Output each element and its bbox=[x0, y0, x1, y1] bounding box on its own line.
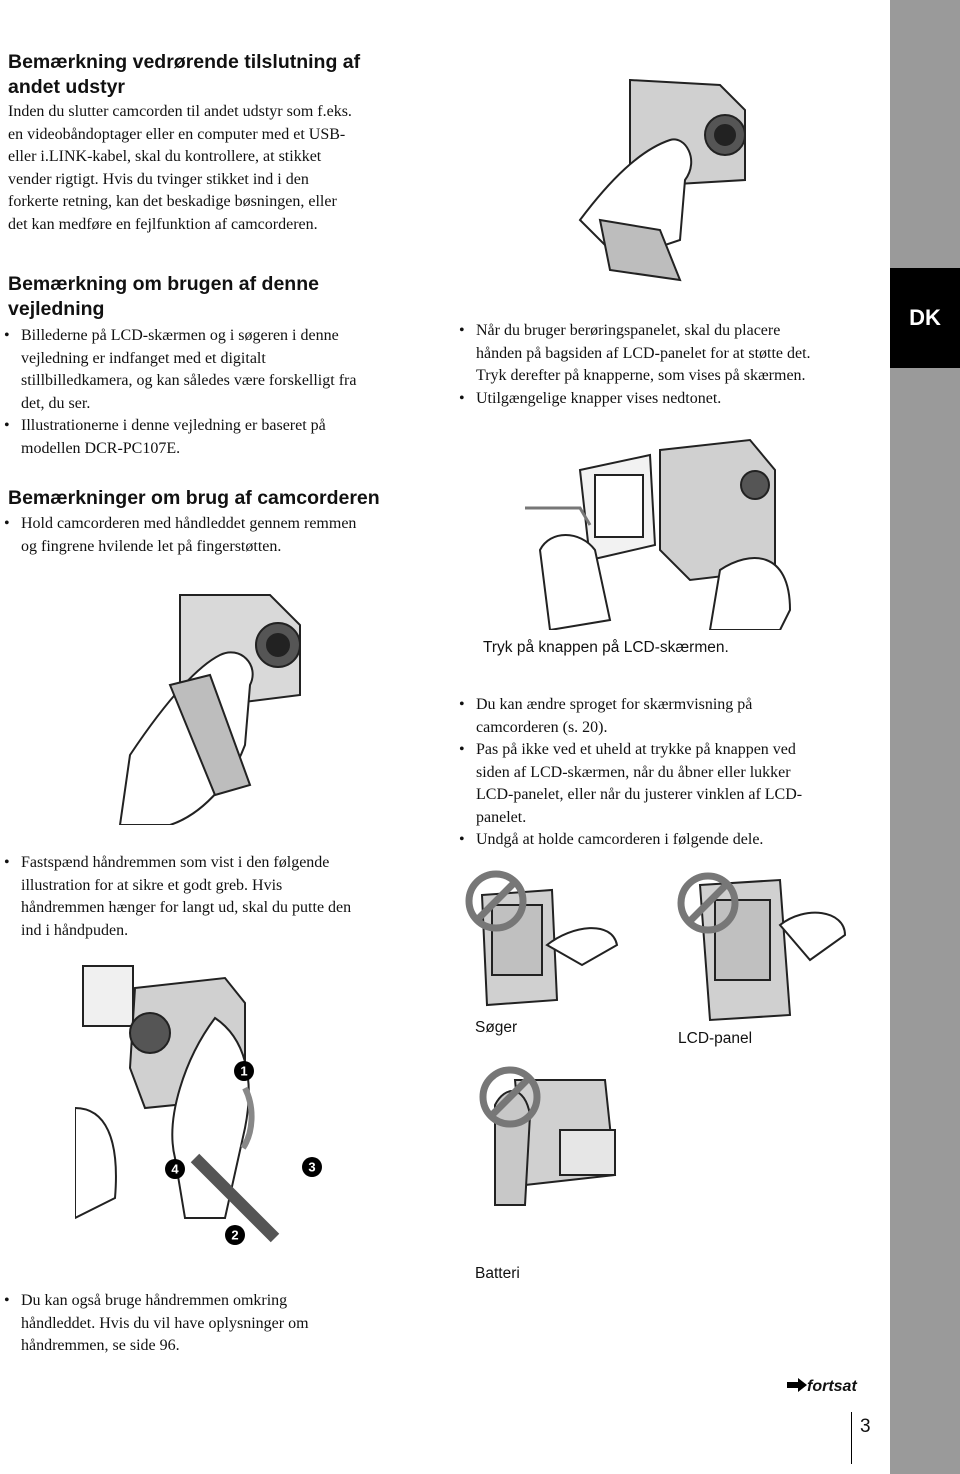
text-line: ind i håndpuden. bbox=[21, 921, 129, 939]
text-line: håndremmen hænger for langt ud, skal du … bbox=[21, 899, 352, 916]
text-line: Du kan også bruge håndremmen omkring bbox=[21, 1292, 288, 1309]
text-line: hånden på bagsiden af LCD-panelet for at… bbox=[476, 344, 811, 362]
usage-list-2: Fastspænd håndremmen som vist i den følg… bbox=[3, 852, 351, 942]
step-marker-label: 1 bbox=[240, 1064, 247, 1079]
step-marker-2: 2 bbox=[225, 1225, 245, 1245]
list-item: Billederne på LCD-skærmen og i søgeren i… bbox=[3, 325, 356, 415]
text-line: Illustrationerne i denne vejledning er b… bbox=[21, 417, 326, 434]
text-line: Undgå at holde camcorderen i følgende de… bbox=[476, 831, 764, 848]
text-line: Hold camcorderen med håndleddet gennem r… bbox=[21, 515, 357, 532]
text-line: Tryk derefter på knapperne, som vises på… bbox=[476, 367, 806, 384]
do-not-hold-viewfinder-illustration bbox=[465, 870, 619, 1007]
camcorder-wrist-strap-illustration bbox=[578, 78, 746, 282]
text-line: LCD-panelet, eller når du justerer vinkl… bbox=[476, 786, 803, 803]
step-marker-1: 1 bbox=[234, 1061, 254, 1081]
text-line: forkerte retning, kan det beskadige bøsn… bbox=[8, 193, 337, 210]
side-gray-band bbox=[890, 0, 960, 1474]
continued-text: fortsat bbox=[807, 1378, 857, 1395]
do-not-hold-lcd-panel-illustration bbox=[677, 872, 847, 1022]
right-list-2: Du kan ændre sproget for skærmvisning på… bbox=[458, 694, 802, 852]
heading-line: Bemærkning om brugen af denne bbox=[8, 273, 319, 295]
text-line: Pas på ikke ved et uheld at trykke på kn… bbox=[476, 741, 796, 758]
guide-list: Billederne på LCD-skærmen og i søgeren i… bbox=[3, 325, 356, 460]
list-item: Når du bruger berøringspanelet, skal du … bbox=[458, 320, 811, 388]
usage-list-1: Hold camcorderen med håndleddet gennem r… bbox=[3, 513, 356, 558]
text-line: siden af LCD-skærmen, når du åbner eller… bbox=[476, 763, 791, 781]
do-not-hold-battery-illustration bbox=[479, 1066, 617, 1206]
lcd-panel-label: LCD-panel bbox=[678, 1030, 753, 1047]
text-line: en videobåndoptager eller en computer me… bbox=[8, 125, 346, 143]
usage-heading: Bemærkninger om brug af camcorderen bbox=[8, 487, 380, 509]
list-item: Utilgængelige knapper vises nedtonet. bbox=[458, 388, 811, 411]
step-marker-3: 3 bbox=[302, 1157, 322, 1177]
step-marker-label: 3 bbox=[308, 1160, 315, 1175]
text-line: illustration for at sikre et godt greb. … bbox=[21, 876, 283, 894]
usage-list-3: Du kan også bruge håndremmen omkring hån… bbox=[3, 1290, 309, 1358]
list-item: Du kan også bruge håndremmen omkring hån… bbox=[3, 1290, 309, 1358]
list-item: Fastspænd håndremmen som vist i den følg… bbox=[3, 852, 351, 942]
text-line: vender rigtigt. Hvis du tvinger stikket … bbox=[8, 170, 309, 188]
page-number: 3 bbox=[860, 1416, 871, 1437]
list-item: Illustrationerne i denne vejledning er b… bbox=[3, 415, 356, 460]
right-list-1: Når du bruger berøringspanelet, skal du … bbox=[458, 320, 811, 410]
touch-panel-caption: Tryk på knappen på LCD-skærmen. bbox=[483, 639, 729, 656]
viewfinder-label: Søger bbox=[475, 1019, 518, 1036]
step-marker-4: 4 bbox=[165, 1159, 185, 1179]
continued-indicator: fortsat bbox=[787, 1378, 857, 1396]
text-line: det kan medføre en fejlfunktion af camco… bbox=[8, 215, 318, 233]
text-line: håndremmen, se side 96. bbox=[21, 1337, 180, 1354]
step-marker-label: 2 bbox=[231, 1228, 238, 1243]
strap-fastening-illustration bbox=[75, 965, 280, 1243]
text-line: panelet. bbox=[476, 808, 527, 826]
text-line: modellen DCR-PC107E. bbox=[21, 439, 181, 457]
text-line: Inden du slutter camcorden til andet uds… bbox=[8, 103, 352, 120]
text-line: Utilgængelige knapper vises nedtonet. bbox=[476, 389, 722, 407]
list-item: Undgå at holde camcorderen i følgende de… bbox=[458, 829, 802, 852]
list-item: Du kan ændre sproget for skærmvisning på… bbox=[458, 694, 802, 739]
text-line: Du kan ændre sproget for skærmvisning på bbox=[476, 696, 753, 713]
text-line: Fastspænd håndremmen som vist i den følg… bbox=[21, 854, 330, 871]
touch-panel-illustration bbox=[525, 438, 792, 630]
text-line: Når du bruger berøringspanelet, skal du … bbox=[476, 322, 781, 339]
text-line: stillbilledkamera, og kan således være f… bbox=[21, 372, 357, 389]
arrow-right-icon bbox=[787, 1378, 807, 1392]
text-line: camcorderen (s. 20). bbox=[476, 718, 608, 736]
text-line: eller i.LINK-kabel, skal du kontrollere,… bbox=[8, 148, 322, 165]
language-tab-label: DK bbox=[909, 305, 941, 330]
language-tab: DK bbox=[890, 268, 960, 368]
text-line: vejledning er indfanget med et digitalt bbox=[21, 349, 266, 367]
text-line: håndleddet. Hvis du vil have oplysninger… bbox=[21, 1314, 309, 1332]
connection-paragraph: Inden du slutter camcorden til andet uds… bbox=[8, 101, 352, 236]
list-item: Pas på ikke ved et uheld at trykke på kn… bbox=[458, 739, 802, 829]
text-line: det, du ser. bbox=[21, 394, 91, 412]
hand-strap-grip-illustration bbox=[118, 594, 301, 825]
battery-label: Batteri bbox=[475, 1265, 520, 1282]
list-item: Hold camcorderen med håndleddet gennem r… bbox=[3, 513, 356, 558]
text-line: Billederne på LCD-skærmen og i søgeren i… bbox=[21, 327, 339, 344]
guide-heading: Bemærkning om brugen af denne vejledning bbox=[8, 272, 319, 322]
page-number-rule bbox=[851, 1412, 852, 1464]
heading-line: vejledning bbox=[8, 298, 105, 320]
text-line: og fingrene hvilende let på fingerstøtte… bbox=[21, 537, 282, 555]
connection-heading: Bemærkning vedrørende tilslutning af and… bbox=[8, 51, 361, 98]
step-marker-label: 4 bbox=[171, 1162, 179, 1177]
